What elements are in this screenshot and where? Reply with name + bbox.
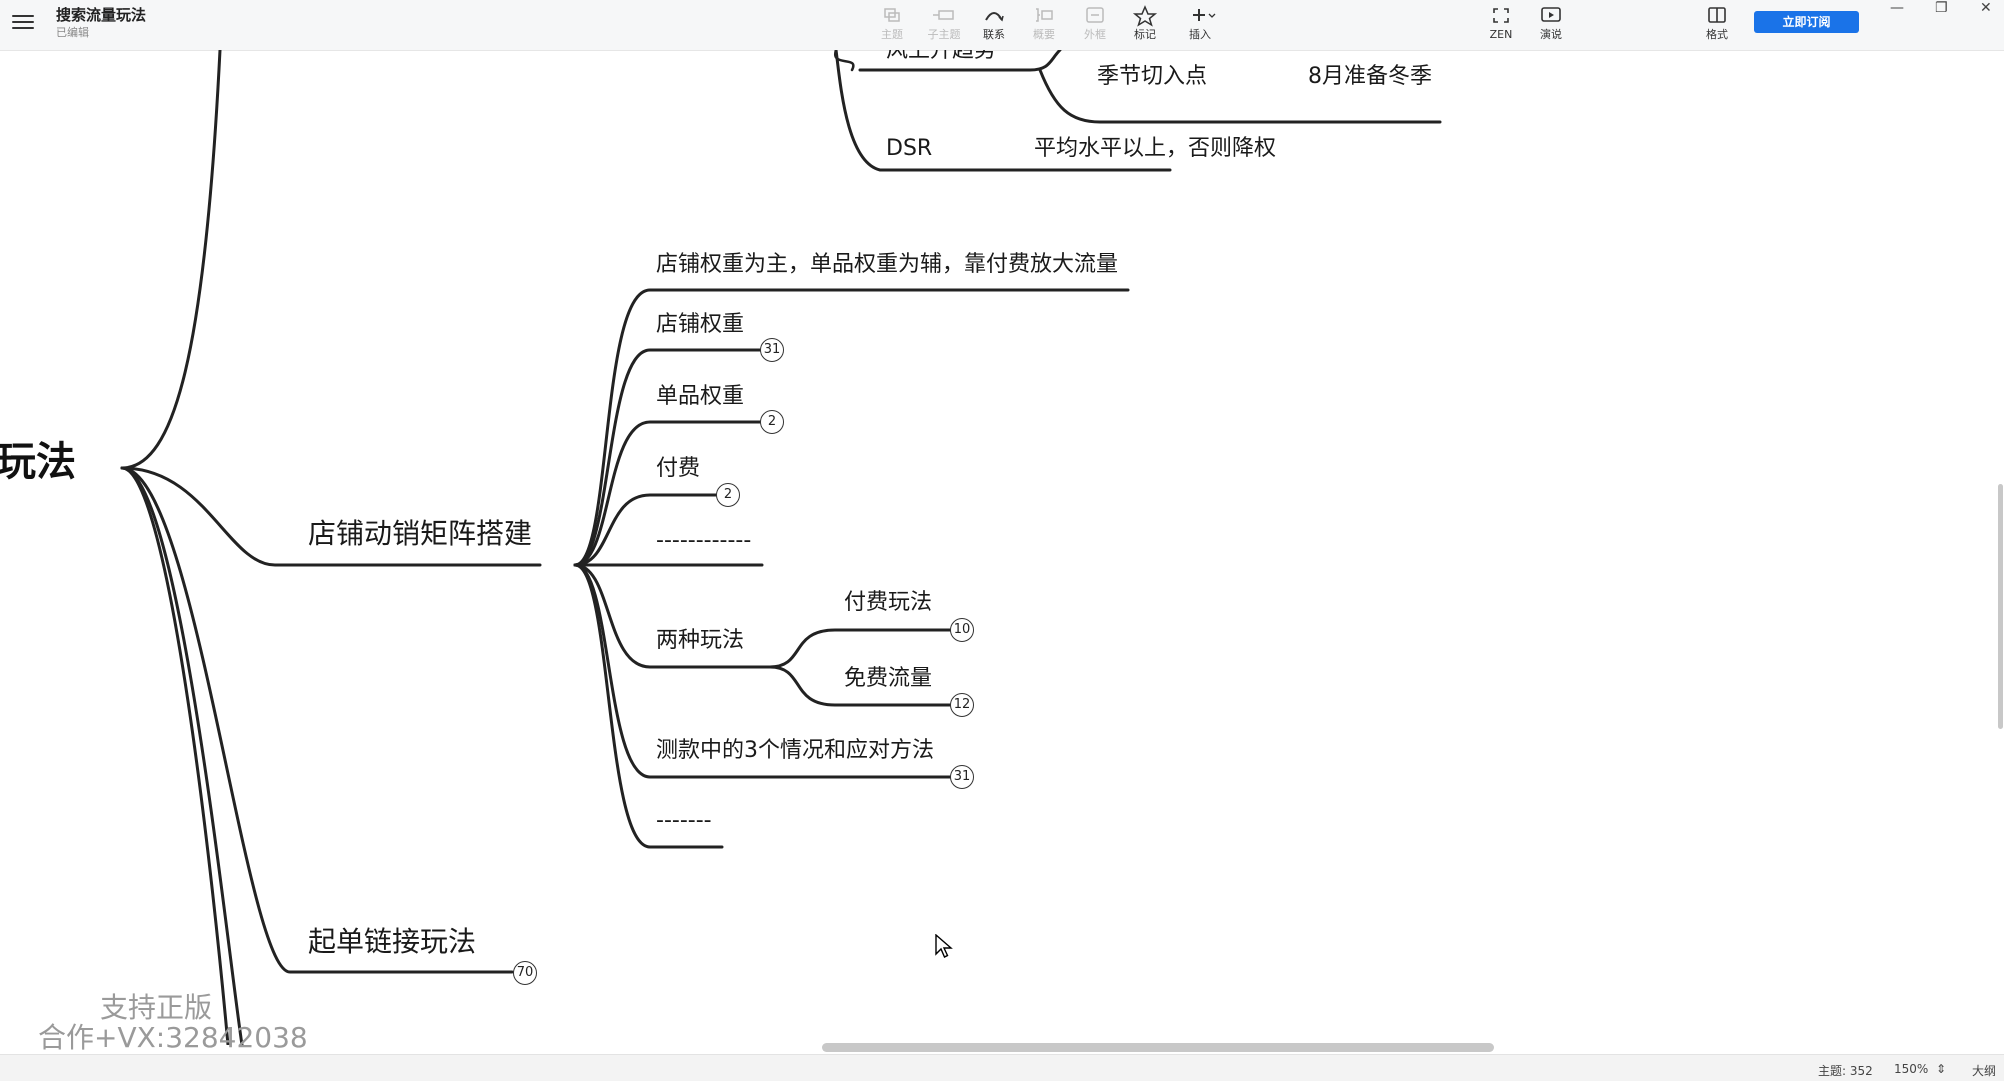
root-topic[interactable]: 玩法: [0, 439, 76, 485]
close-icon[interactable]: ✕: [1980, 0, 1992, 16]
topic-free-traffic[interactable]: 免费流量: [844, 666, 933, 691]
zoom-stepper-icon[interactable]: ⇕: [1936, 1062, 1947, 1076]
topic-paid[interactable]: 付费: [656, 456, 701, 481]
star-icon: [1132, 5, 1158, 27]
zoom-level[interactable]: 150%: [1894, 1062, 1929, 1076]
restore-icon[interactable]: ❐: [1935, 0, 1948, 16]
topic-icon: [884, 8, 900, 22]
topic-season-entry[interactable]: 季节切入点: [1097, 64, 1208, 89]
document-title[interactable]: 搜索流量玩法: [56, 6, 147, 24]
subscribe-button[interactable]: 立即订阅: [1754, 11, 1859, 33]
watermark-line-2: 合作+VX:32842038: [38, 1021, 308, 1054]
collapsed-count-badge[interactable]: 2: [716, 483, 740, 507]
topic-testing-cases[interactable]: 测款中的3个情况和应对方法: [656, 738, 934, 763]
horizontal-scrollbar[interactable]: [822, 1043, 1494, 1052]
subtopic-button[interactable]: 子主题: [919, 2, 969, 46]
status-bar: 主题: 352 150% ⇕ 大纲: [0, 1054, 2004, 1081]
relationship-button[interactable]: 联系: [969, 2, 1019, 46]
top-toolbar: 搜索流量玩法 已编辑 主题 子主题 联系 概要 外框 标记 插入 ZEN 演: [0, 0, 2004, 51]
topic-order-link[interactable]: 起单链接玩法: [308, 925, 477, 958]
boundary-button[interactable]: 外框: [1070, 2, 1120, 46]
topic-button[interactable]: 主题: [867, 2, 917, 46]
minimize-icon[interactable]: —: [1890, 0, 1904, 16]
vertical-scrollbar[interactable]: [1998, 484, 2003, 729]
topic-store-matrix[interactable]: 店铺动销矩阵搭建: [308, 517, 533, 550]
boundary-icon: [1086, 7, 1104, 23]
collapsed-count-badge[interactable]: 12: [950, 693, 974, 717]
summary-icon: [1036, 8, 1053, 22]
insert-button[interactable]: 插入: [1175, 2, 1225, 46]
topic-separator[interactable]: ------------: [656, 528, 752, 553]
collapsed-count-badge[interactable]: 10: [950, 618, 974, 642]
hamburger-menu-icon[interactable]: [12, 11, 34, 33]
topic-separator-short[interactable]: -------: [656, 808, 712, 833]
subtopic-icon: [933, 10, 954, 20]
document-status: 已编辑: [56, 26, 89, 39]
fullscreen-icon: [1493, 8, 1509, 23]
mindmap-connectors: [120, 50, 1442, 1045]
collapsed-count-badge[interactable]: 31: [760, 338, 784, 362]
mouse-cursor-icon: [935, 934, 953, 958]
collapsed-count-badge[interactable]: 70: [513, 961, 537, 985]
chevron-down-icon: [1208, 13, 1216, 18]
mindmap-canvas[interactable]: 玩法 风上升趋势 季节切入点 8月准备冬季 DSR 平均水平以上，否则降权 店铺…: [0, 50, 2004, 1054]
topic-rising-trend[interactable]: 风上升趋势: [886, 38, 997, 63]
present-button[interactable]: 演说: [1526, 2, 1576, 46]
topic-two-ways[interactable]: 两种玩法: [656, 628, 745, 653]
watermark-line-1: 支持正版: [100, 991, 213, 1024]
topic-dsr-detail[interactable]: 平均水平以上，否则降权: [1034, 136, 1277, 161]
present-icon: [1541, 7, 1561, 22]
panel-icon: [1708, 7, 1726, 23]
topic-store-weight[interactable]: 店铺权重: [656, 312, 745, 337]
zen-button[interactable]: ZEN: [1476, 2, 1526, 46]
topic-count: 主题: 352: [1818, 1064, 1873, 1078]
collapsed-count-badge[interactable]: 2: [760, 410, 784, 434]
outline-button[interactable]: 大纲: [1972, 1064, 1997, 1078]
topic-item-weight[interactable]: 单品权重: [656, 384, 745, 409]
format-panel-button[interactable]: 格式: [1692, 2, 1742, 46]
topic-store-weight-main[interactable]: 店铺权重为主，单品权重为辅，靠付费放大流量: [656, 252, 1119, 277]
collapsed-count-badge[interactable]: 31: [950, 765, 974, 789]
relationship-icon: [985, 12, 1004, 22]
marker-button[interactable]: 标记: [1120, 2, 1170, 46]
summary-button[interactable]: 概要: [1019, 2, 1069, 46]
plus-icon: [1193, 9, 1216, 21]
topic-paid-play[interactable]: 付费玩法: [844, 590, 933, 615]
topic-dsr[interactable]: DSR: [886, 136, 933, 161]
topic-season-detail[interactable]: 8月准备冬季: [1308, 64, 1432, 89]
